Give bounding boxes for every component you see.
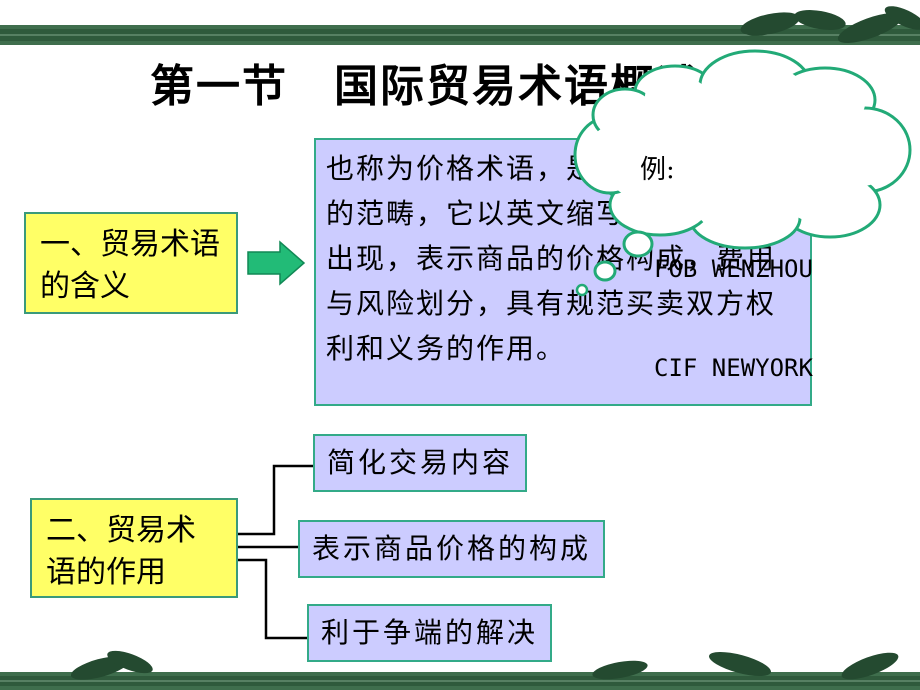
function-item-price-composition: 表示商品价格的构成 <box>298 520 606 578</box>
function-item-simplify: 简化交易内容 <box>313 434 528 492</box>
example-label: 例: <box>640 155 675 185</box>
example-text: 例: FOB WENZHOU CIF NEWYORK <box>640 88 813 418</box>
bracket-connector <box>238 464 314 640</box>
example-cloud <box>573 49 912 297</box>
example-item-fob: FOB WENZHOU <box>654 255 813 283</box>
right-arrow-icon <box>247 240 306 286</box>
top-decoration <box>0 6 920 45</box>
bottom-decoration <box>0 650 920 690</box>
functions-heading: 二、贸易术语的作用 <box>30 498 238 598</box>
definition-heading: 一、贸易术语的含义 <box>24 212 238 314</box>
function-item-dispute: 利于争端的解决 <box>307 604 553 662</box>
example-item-cif: CIF NEWYORK <box>654 354 813 382</box>
